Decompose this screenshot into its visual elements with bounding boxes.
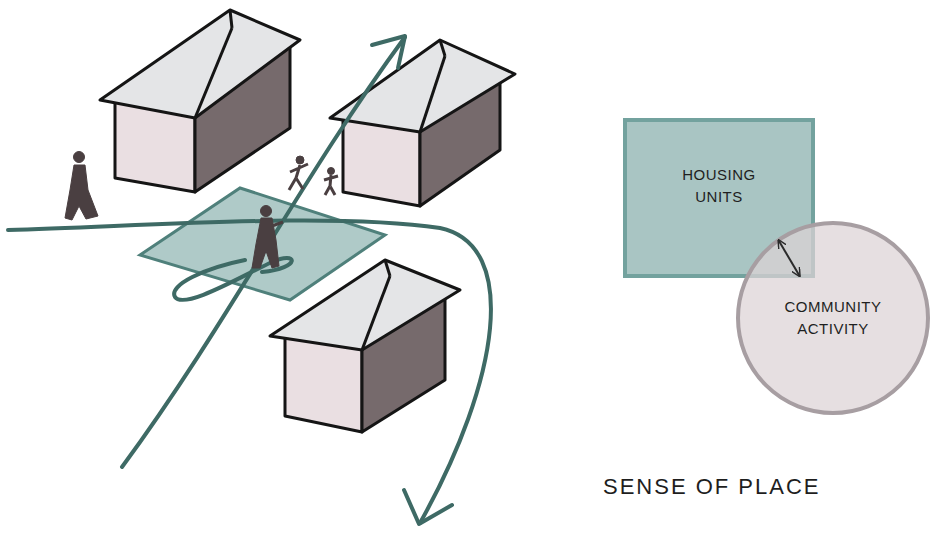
house: [330, 40, 515, 206]
movement-arrow: [8, 221, 491, 523]
arrow-head: [372, 36, 405, 68]
arrow-head: [404, 490, 452, 524]
movement-arrow: [122, 37, 405, 467]
node-outline: [736, 221, 930, 415]
caption: SENSE OF PLACE: [603, 474, 821, 500]
node-label: HOUSING UNITS: [664, 164, 774, 208]
house: [100, 10, 300, 192]
circle-outline: [738, 223, 928, 413]
box-outline: [625, 120, 813, 276]
activity-circle: COMMUNITY ACTIVITY: [736, 221, 930, 415]
node-label: COMMUNITY ACTIVITY: [771, 296, 895, 340]
shared-space: [140, 188, 385, 300]
people: [65, 152, 338, 269]
